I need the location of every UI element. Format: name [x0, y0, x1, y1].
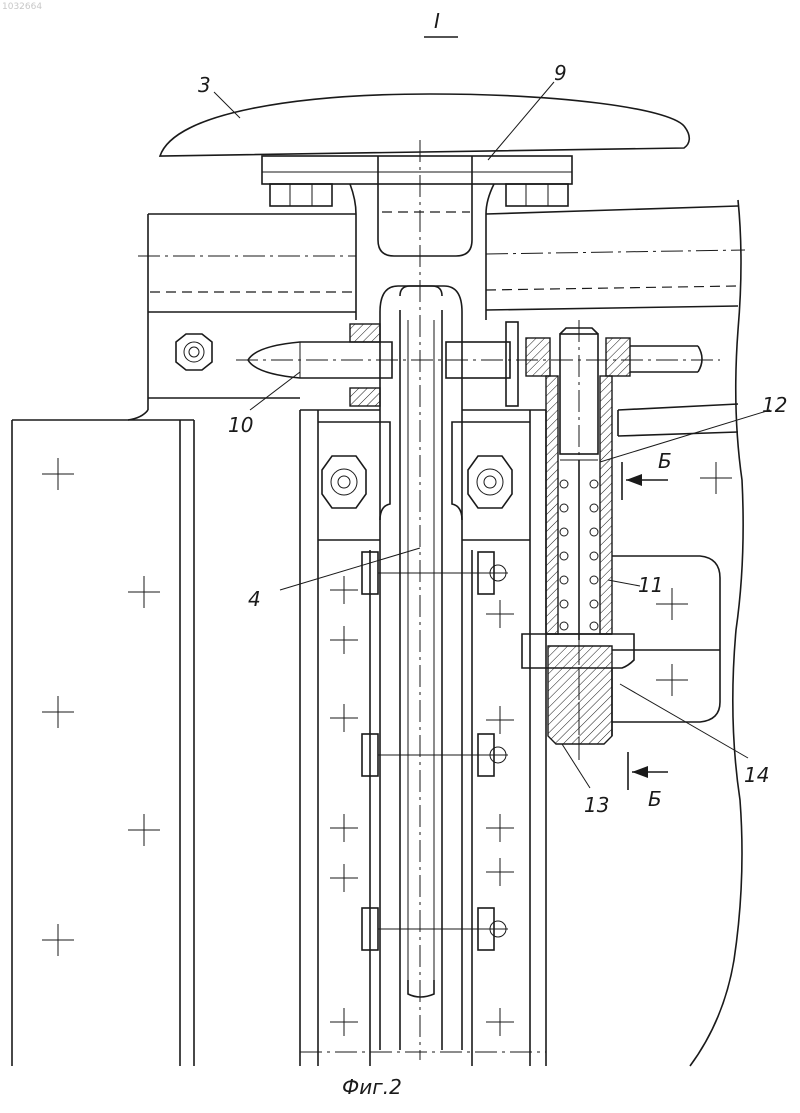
- bolt-row-1: [362, 552, 508, 594]
- callout-3: 3: [198, 73, 211, 97]
- bolt-head-left: [270, 184, 332, 206]
- hex-nut-left: [322, 456, 366, 508]
- callout-labels: 3 9 10 12 4 11 14 13: [198, 61, 787, 817]
- view-label-text: I: [434, 9, 440, 33]
- callout-13: 13: [584, 793, 609, 817]
- callout-11: 11: [638, 573, 663, 597]
- part-9-bracket: [262, 140, 572, 1060]
- figure-caption: Фиг.2: [342, 1075, 402, 1099]
- section-mark-upper: Б: [622, 449, 672, 500]
- bolt-head-right: [506, 184, 568, 206]
- part-4-vertical-rod: [380, 286, 462, 1050]
- bolt-row-3: [362, 908, 508, 950]
- part-10-locking-pin: [236, 322, 720, 406]
- crosshair-marks-left: [42, 458, 160, 956]
- section-mark-lower: Б: [628, 752, 668, 811]
- section-letter-upper: Б: [658, 449, 672, 473]
- view-label: I: [424, 9, 458, 37]
- torn-right-edge: [690, 200, 743, 1066]
- bolt-row-2: [362, 734, 508, 776]
- hex-nut-beam: [176, 334, 212, 370]
- inner-guide-strips: [330, 550, 514, 1066]
- callout-12: 12: [762, 393, 787, 417]
- document-number: 1032664: [2, 2, 42, 12]
- right-bracket: [612, 404, 738, 722]
- callout-4: 4: [248, 587, 261, 611]
- part-11-spring-housing: [526, 338, 702, 634]
- section-letter-lower: Б: [648, 787, 662, 811]
- hex-nut-right: [468, 456, 512, 508]
- callout-10: 10: [228, 413, 253, 437]
- left-side-plate: [12, 410, 194, 1066]
- crosshair-marks-frame: [330, 576, 514, 1036]
- callout-9: 9: [554, 61, 567, 85]
- part-13-bushing: [548, 640, 612, 750]
- callout-14: 14: [744, 763, 769, 787]
- part-3-top-plate: [160, 94, 689, 156]
